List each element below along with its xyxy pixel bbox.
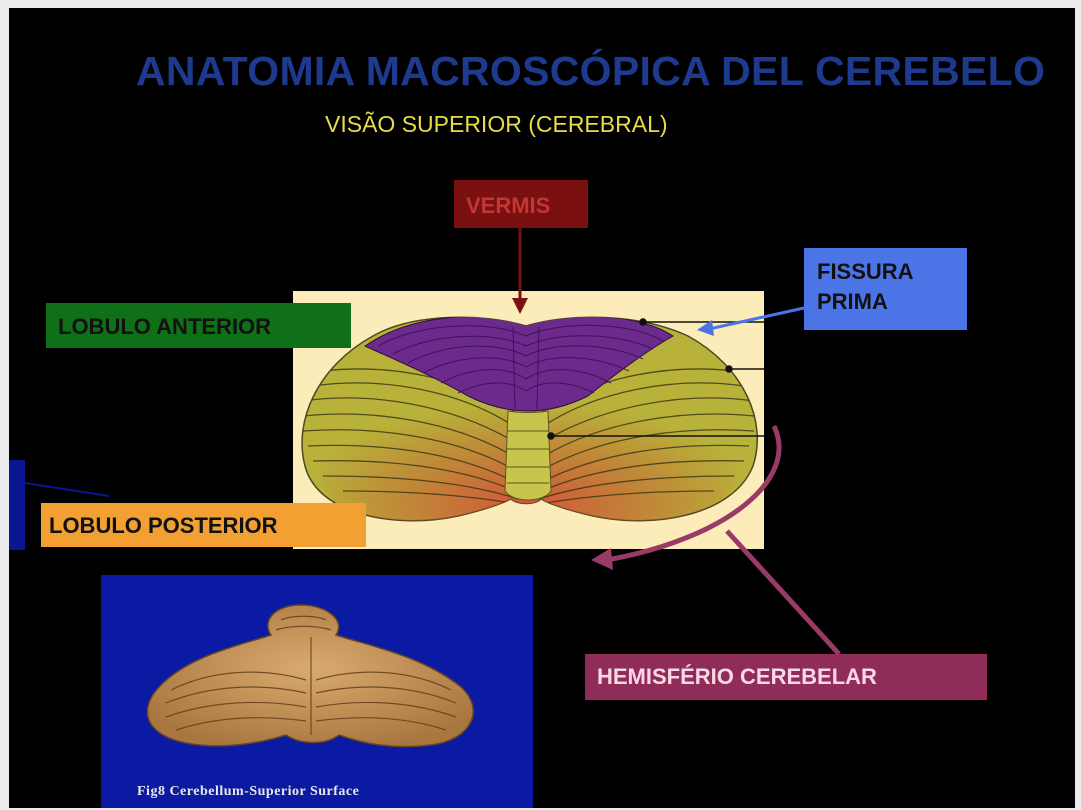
vermis-arrow-head (512, 298, 528, 314)
cerebellum-photo-panel: Fig8 Cerebellum-Superior Surface (101, 575, 533, 808)
lobulo-posterior-label: LOBULO POSTERIOR (41, 503, 366, 547)
cerebellum-photo (146, 604, 474, 748)
slide-title: ANATOMIA MACROSCÓPICA DEL CEREBELO (136, 48, 1046, 94)
fissura-prima-line1: FISSURA (817, 259, 914, 284)
fissura-arrow-head (697, 320, 714, 336)
lobulo-anterior-label: LOBULO ANTERIOR (46, 303, 351, 348)
vermis-label: VERMIS (454, 180, 588, 228)
fissura-prima-label: FISSURA PRIMA (804, 248, 967, 330)
vermis-posterior (504, 410, 552, 501)
photo-caption: Fig8 Cerebellum-Superior Surface (137, 784, 360, 799)
decorative-blue-edge (9, 460, 25, 550)
hemisferio-cerebelar-label: HEMISFÉRIO CEREBELAR (585, 654, 987, 700)
cerebellum-illustration (293, 291, 764, 549)
arrows-overlay (24, 228, 841, 656)
slide: ANATOMIA MACROSCÓPICA DEL CEREBELO VISÃO… (9, 8, 1075, 808)
cerebellum-drawing (301, 316, 764, 522)
slide-subtitle: VISÃO SUPERIOR (CEREBRAL) (325, 111, 668, 137)
fissura-prima-line2: PRIMA (817, 289, 888, 314)
hemisferio-arrow-head (591, 548, 613, 570)
